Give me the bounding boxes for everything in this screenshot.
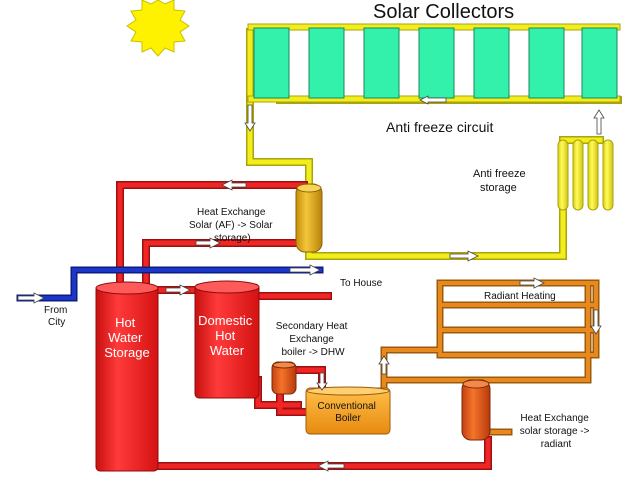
solar-collector-panel: [581, 27, 618, 99]
flow-arrow-icon: [195, 237, 221, 249]
hot-water-storage-tank: [95, 281, 159, 472]
flow-arrow-icon: [378, 355, 390, 375]
flow-arrow-icon: [590, 309, 602, 335]
secondary-heat-exchanger: [271, 361, 297, 395]
solar-collector-panel: [418, 27, 455, 99]
conventional-boiler: [305, 386, 391, 435]
solar-heat-exchange-label: Heat Exchange Solar (AF) -> Solar storag…: [189, 207, 275, 244]
cold-water-pipes: [16, 266, 324, 302]
solar-collector-panel: [528, 27, 565, 99]
flow-arrow-icon: [419, 95, 447, 105]
antifreeze-circuit-label: Anti freeze circuit: [386, 119, 493, 135]
domestic-hot-water-label: Domestic Hot Water: [198, 313, 256, 358]
flow-arrow-icon: [519, 277, 545, 289]
flow-arrow-icon: [221, 179, 247, 191]
solar-collector-array: [253, 27, 618, 99]
flow-arrow-icon: [17, 292, 45, 304]
conventional-boiler-label: Conventional Boiler: [317, 401, 378, 424]
solar-collector-panel: [253, 27, 290, 99]
radiant-heat-exchange-label: Heat Exchange solar storage -> radiant: [520, 413, 593, 450]
domestic-hot-water-tank: [194, 280, 260, 399]
flow-arrow-icon: [593, 109, 605, 135]
secondary-heat-exchange-label: Secondary Heat Exchange boiler -> DHW: [276, 321, 351, 358]
solar-collectors-title: Solar Collectors: [373, 1, 514, 23]
from-city-label: From City: [44, 305, 70, 328]
radiant-heating-label: Radiant Heating: [484, 291, 556, 302]
solar-collector-panel: [473, 27, 510, 99]
antifreeze-storage-label: Anti freeze storage: [473, 168, 529, 194]
antifreeze-storage-tubes: [557, 139, 614, 211]
sun-icon: [126, 0, 190, 57]
flow-arrow-icon: [289, 264, 321, 276]
radiant-heating-pipes: [380, 279, 600, 436]
radiant-heat-exchanger: [461, 379, 491, 441]
flow-arrow-icon: [449, 250, 479, 262]
to-house-label: To House: [340, 278, 383, 289]
flow-arrows: [17, 95, 605, 472]
hot-water-storage-label: Hot Water Storage: [104, 315, 150, 360]
flow-arrow-icon: [244, 104, 256, 132]
flow-arrow-icon: [165, 284, 191, 296]
solar-collector-panel: [363, 27, 400, 99]
flow-arrow-icon: [317, 460, 345, 472]
solar-heat-exchanger: [295, 183, 323, 253]
solar-collector-panel: [308, 27, 345, 99]
flow-arrow-icon: [316, 372, 328, 391]
